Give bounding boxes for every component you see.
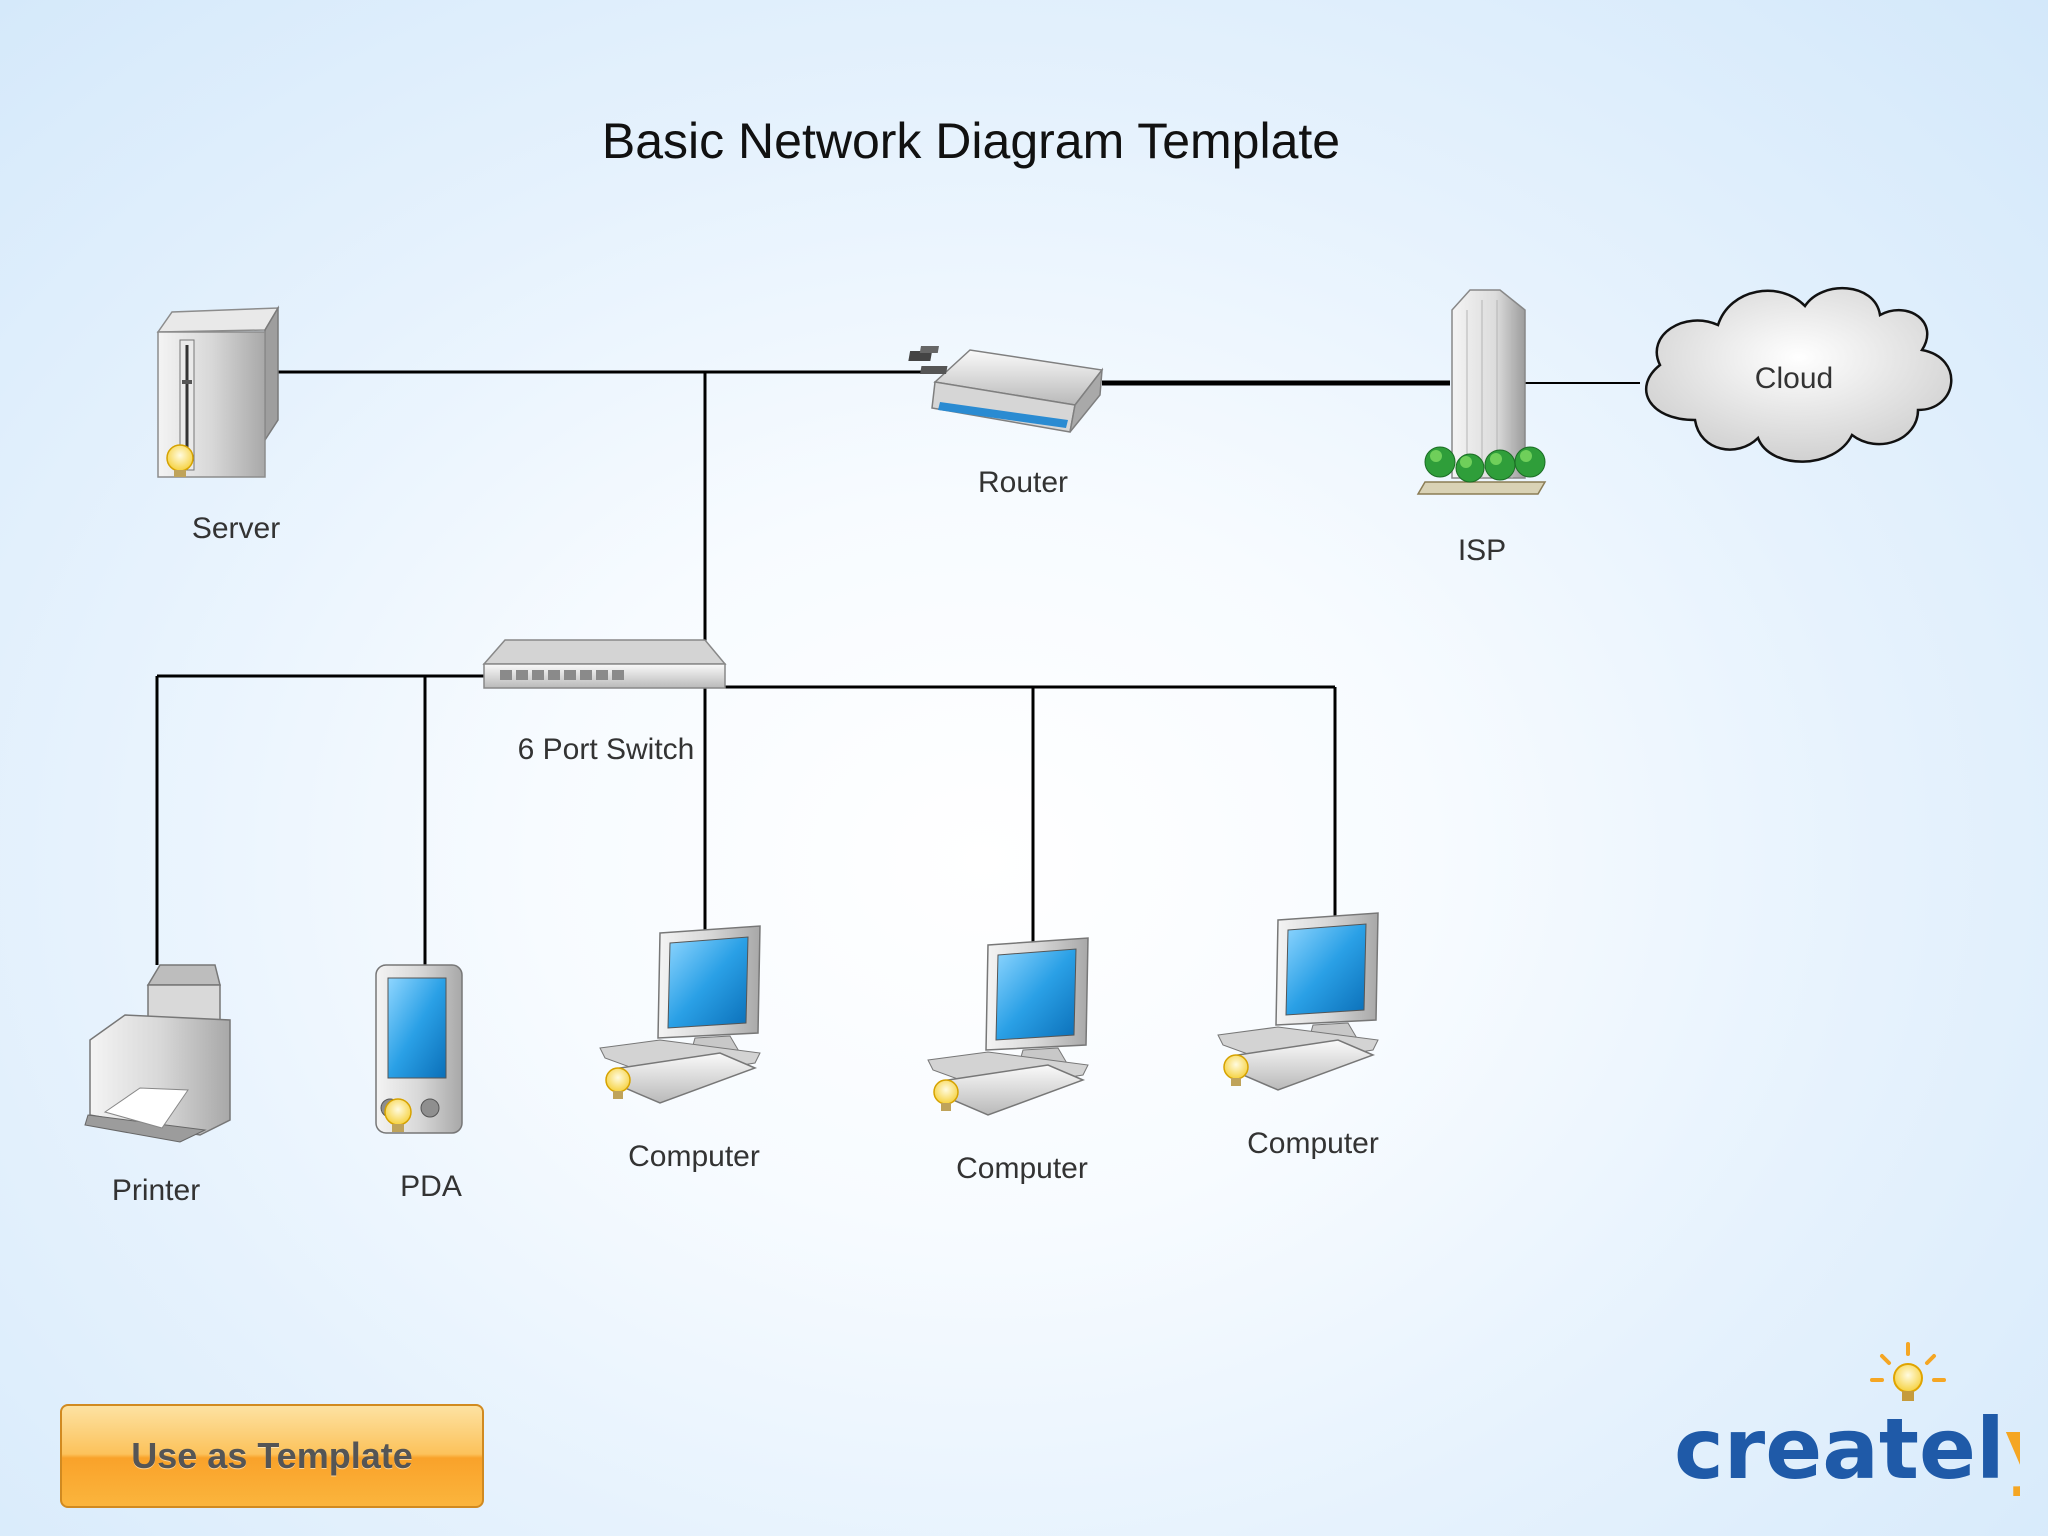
router-label: Router	[977, 466, 1069, 499]
creately-logo[interactable]: creately	[1660, 1340, 2020, 1520]
building-icon	[1416, 289, 1547, 495]
connection-lines	[155, 370, 1640, 965]
cloud-label: Cloud	[1754, 362, 1834, 395]
server-label: Server	[191, 512, 281, 545]
computer-label: Computer	[956, 1152, 1088, 1185]
cloud-icon	[1645, 286, 1953, 463]
lightbulb-icon	[1223, 1054, 1249, 1086]
lightbulb-icon	[605, 1067, 631, 1099]
computer-icon	[1217, 912, 1379, 1091]
computer-label: Computer	[628, 1140, 760, 1173]
computer-icon	[927, 937, 1089, 1116]
printer-label: Printer	[111, 1174, 201, 1207]
switch-label: 6 Port Switch	[517, 733, 695, 766]
network-switch-icon	[482, 639, 727, 689]
logo-text: creately	[1674, 1400, 2020, 1498]
lightbulb-icon	[933, 1079, 959, 1111]
pda-label: PDA	[400, 1170, 462, 1203]
pda-icon	[375, 964, 463, 1134]
printer-icon	[84, 964, 231, 1143]
computer-icon	[599, 925, 761, 1104]
lightbulb-icon	[384, 1098, 412, 1132]
lightbulb-icon	[166, 444, 194, 477]
use-as-template-button[interactable]: Use as Template	[60, 1404, 484, 1508]
router-icon	[908, 346, 1104, 433]
computer-label: Computer	[1247, 1127, 1379, 1160]
page-title: Basic Network Diagram Template	[601, 113, 1341, 169]
server-icon	[156, 305, 280, 478]
isp-label: ISP	[1457, 534, 1507, 567]
lightbulb-icon	[1870, 1342, 1946, 1401]
